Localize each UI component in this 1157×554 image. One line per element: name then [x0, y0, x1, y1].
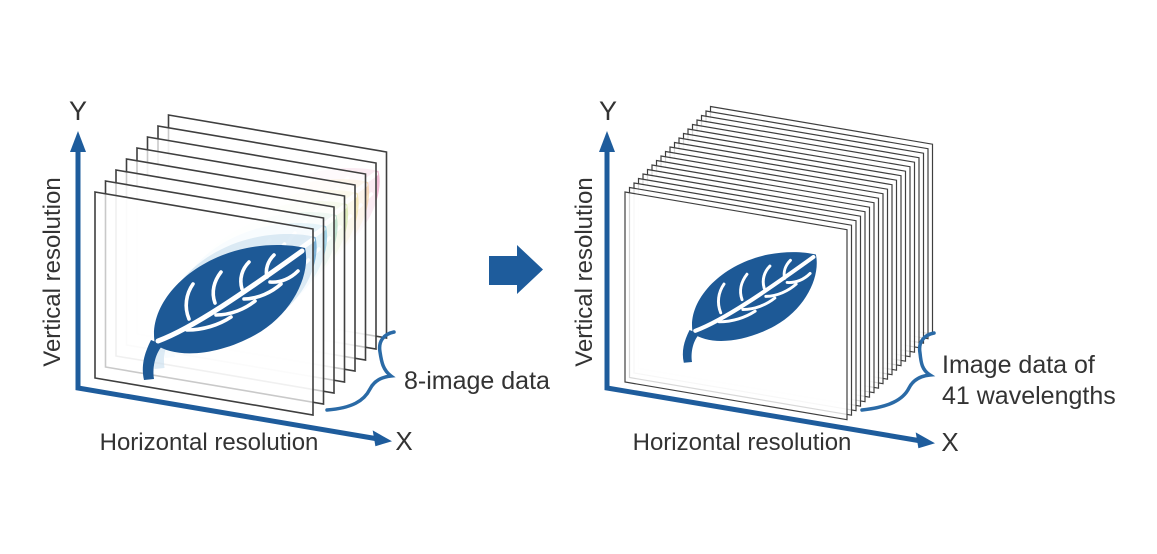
right-axis-lines [604, 146, 920, 444]
left-y-axis-label: Vertical resolution [39, 177, 66, 367]
right-axes [599, 131, 935, 449]
right-stack-label-line1: Image data of [942, 351, 1095, 379]
right-y-axis-label: Vertical resolution [571, 177, 598, 367]
image-stack-41 [624, 105, 934, 421]
right-brace-icon [860, 331, 936, 412]
right-x-arrowhead-icon [915, 432, 935, 449]
image-stack-8 [94, 114, 388, 416]
right-y-axis-letter: Y [598, 96, 617, 126]
right-stack-label-line2: 41 wavelengths [942, 382, 1116, 410]
left-y-axis-letter: Y [68, 96, 87, 126]
left-brace-icon [325, 330, 396, 412]
right-y-arrowhead-icon [599, 131, 615, 152]
left-y-arrowhead-icon [70, 131, 86, 152]
right-x-axis-letter: X [941, 427, 959, 457]
left-stack-label: 8-image data [404, 367, 550, 395]
left-x-axis-label: Horizontal resolution [99, 429, 319, 456]
left-x-arrowhead-icon [372, 430, 392, 447]
left-x-axis-letter: X [395, 426, 413, 456]
right-arrow-icon [489, 245, 543, 294]
left-axis-lines [75, 146, 377, 442]
left-axes [70, 131, 392, 447]
right-x-axis-label: Horizontal resolution [632, 429, 852, 456]
right-stack-label: Image data of 41 wavelengths [942, 350, 1116, 412]
